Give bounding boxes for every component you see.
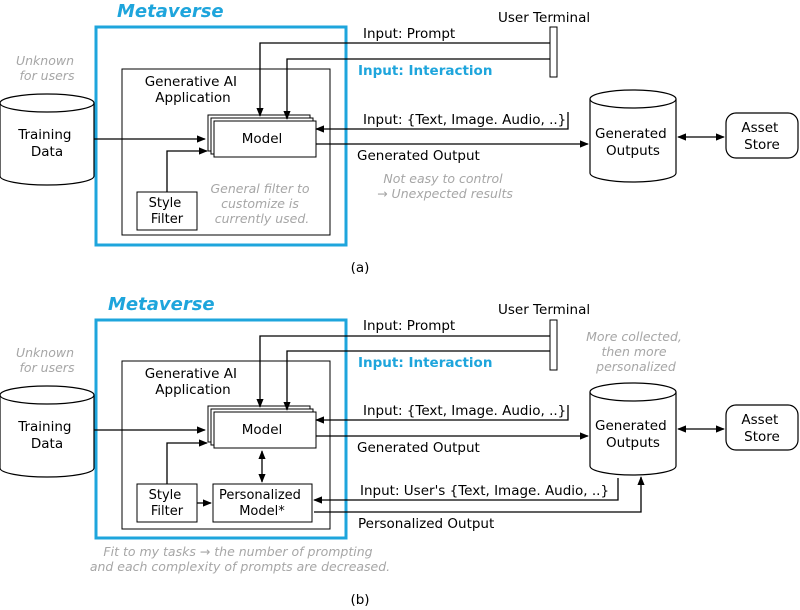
gen-ai-label: Generative AI Application	[145, 74, 242, 106]
input-interaction-label-b: Input: Interaction	[358, 355, 492, 371]
panel-a: Metaverse Unknown for users Training Dat…	[0, 1, 799, 276]
generated-outputs-cylinder-b: Generated Outputs	[589, 382, 677, 476]
metaverse-label: Metaverse	[117, 1, 224, 22]
input-interaction-label: Input: Interaction	[358, 63, 492, 79]
unknown-note-b: Unknown for users	[16, 345, 78, 375]
gen-ai-app-box	[121, 68, 331, 236]
metaverse-label-b: Metaverse	[108, 294, 215, 315]
caption-b: (b)	[350, 592, 369, 608]
training-data-cylinder-b: Training Data	[0, 385, 95, 478]
model-stack: Model	[207, 114, 317, 158]
model-label-b: Model	[242, 422, 283, 438]
user-terminal-bar	[549, 26, 558, 78]
more-collected-note: More collected, then more personalized	[586, 329, 686, 374]
asset-store-label-b: Asset Store	[741, 412, 782, 445]
asset-store-box-b	[725, 404, 799, 451]
svg-text:Generated Outputs: Generated Outputs	[595, 418, 671, 451]
user-terminal-label-b: User Terminal	[498, 302, 590, 318]
generated-output-label: Generated Output	[357, 148, 480, 164]
panel-b: Metaverse Unknown for users Training Dat…	[0, 294, 799, 608]
svg-text:Training Data: Training Data	[17, 419, 76, 452]
generated-outputs-cylinder: Generated Outputs	[589, 89, 677, 183]
metaverse-boundary-b	[94, 318, 348, 540]
gen-ai-label-b: Generative AI Application	[145, 366, 242, 398]
input-multi-label: Input: {Text, Image. Audio, ..}	[363, 112, 566, 128]
gen-ai-app-box-b	[121, 360, 331, 530]
caption-a: (a)	[351, 260, 370, 276]
personalized-model-label: Personalized Model*	[219, 488, 305, 519]
style-filter-label: Style Filter	[149, 196, 186, 227]
generated-output-label-b: Generated Output	[357, 440, 480, 456]
model-stack-b: Model	[207, 405, 317, 449]
metaverse-boundary	[94, 25, 348, 247]
asset-store-box	[725, 112, 799, 159]
svg-text:Training Data: Training Data	[17, 127, 76, 160]
personalized-output-label: Personalized Output	[358, 516, 494, 532]
user-terminal-bar-b	[549, 319, 558, 371]
asset-store-label: Asset Store	[741, 120, 782, 153]
not-easy-note: Not easy to control → Unexpected results	[377, 171, 513, 201]
svg-text:Generated Outputs: Generated Outputs	[595, 126, 671, 159]
unknown-note: Unknown for users	[16, 53, 78, 83]
style-filter-label-b: Style Filter	[149, 488, 186, 519]
fit-note: Fit to my tasks → the number of promptin…	[90, 544, 390, 574]
panel-a-connectors	[94, 42, 725, 192]
input-users-label: Input: User's {Text, Image. Audio, ..}	[360, 483, 609, 499]
user-terminal-label: User Terminal	[498, 10, 590, 26]
input-prompt-label: Input: Prompt	[363, 26, 455, 42]
model-label: Model	[242, 131, 283, 147]
personalized-model-box	[212, 483, 313, 523]
input-multi-label-b: Input: {Text, Image. Audio, ..}	[363, 403, 566, 419]
input-prompt-label-b: Input: Prompt	[363, 318, 455, 334]
panel-b-connectors	[94, 335, 725, 513]
training-data-cylinder: Training Data	[0, 93, 95, 186]
filter-note: General filter to customize is currently…	[210, 181, 313, 226]
